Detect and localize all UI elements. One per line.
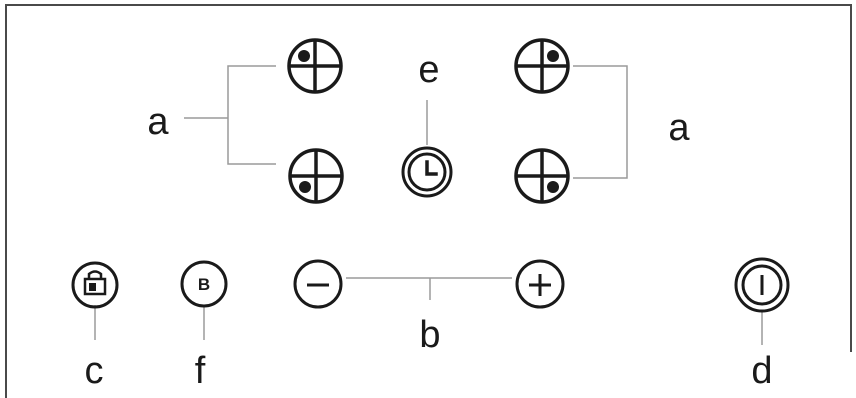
bracket-a-left [227, 65, 276, 165]
label-e: e [418, 49, 439, 91]
power-icon [734, 257, 790, 313]
panel-frame [5, 4, 852, 398]
zone-front-right-button[interactable] [514, 148, 570, 204]
timer-clock-icon [401, 146, 453, 198]
label-d: d [751, 350, 772, 392]
boost-button[interactable]: B [180, 260, 228, 308]
minus-icon [293, 259, 343, 309]
label-c: c [85, 350, 104, 392]
label-f: f [195, 350, 206, 392]
cooking-zone-rear-right-icon [514, 38, 570, 94]
plus-icon [515, 259, 565, 309]
leader-lines [94, 65, 763, 345]
boost-letter: B [198, 275, 210, 294]
power-button[interactable] [734, 257, 790, 313]
label-b: b [419, 314, 440, 356]
boost-icon [180, 260, 228, 308]
lock-button[interactable] [71, 261, 119, 309]
cooking-zone-front-right-icon [514, 148, 570, 204]
zone-rear-right-button[interactable] [514, 38, 570, 94]
label-a-right: a [668, 107, 690, 149]
child-lock-icon [71, 261, 119, 309]
cooking-zone-rear-left-icon [287, 38, 343, 94]
plus-button[interactable] [515, 259, 565, 309]
timer-button[interactable] [401, 146, 453, 198]
label-a-left: a [147, 101, 169, 143]
zone-rear-left-button[interactable] [287, 38, 343, 94]
bracket-a-right [573, 65, 628, 179]
cooking-zone-front-left-icon [288, 148, 344, 204]
zone-front-left-button[interactable] [288, 148, 344, 204]
minus-button[interactable] [293, 259, 343, 309]
